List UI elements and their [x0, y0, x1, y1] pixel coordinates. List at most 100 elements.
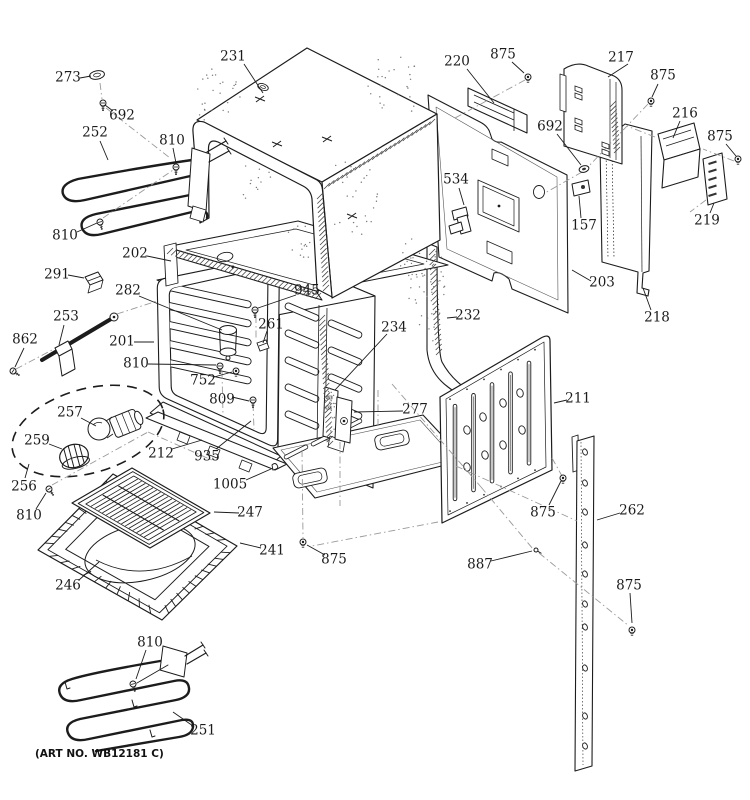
bracket-217: [559, 63, 623, 165]
svg-text:246: 246: [55, 578, 81, 594]
fastener-grom: [577, 164, 591, 174]
svg-text:259: 259: [24, 433, 50, 449]
part-label-259: 259: [24, 433, 63, 450]
bracket-534: [448, 206, 472, 235]
fastener-nut: [299, 538, 307, 548]
part-label-273: 273: [55, 70, 92, 86]
svg-text:887: 887: [467, 557, 493, 573]
svg-text:752: 752: [190, 373, 216, 389]
svg-text:1005: 1005: [213, 477, 247, 493]
svg-text:216: 216: [672, 106, 698, 122]
svg-text:875: 875: [530, 505, 556, 521]
bracket-157: [571, 179, 591, 197]
assembly-guide-lines: [15, 79, 735, 627]
light-assembly: [11, 384, 165, 478]
svg-text:234: 234: [381, 320, 407, 336]
svg-text:202: 202: [122, 246, 148, 262]
part-label-201: 201: [109, 334, 154, 350]
part-label-261: 261: [258, 317, 284, 344]
svg-text:252: 252: [82, 125, 108, 141]
lens-259: [59, 443, 90, 470]
part-label-810: 810: [159, 133, 185, 164]
part-label-810: 810: [16, 492, 47, 524]
part-label-534: 534: [443, 172, 469, 206]
part-label-810: 810: [52, 222, 98, 244]
svg-text:810: 810: [52, 228, 78, 244]
svg-text:219: 219: [694, 213, 720, 229]
part-label-945: 945: [257, 283, 320, 309]
svg-text:231: 231: [220, 49, 246, 65]
terminal-strip-ticks: [708, 160, 717, 197]
part-label-203: 203: [571, 269, 615, 291]
svg-text:201: 201: [109, 334, 135, 350]
svg-text:875: 875: [616, 578, 642, 594]
lamp-257: [87, 408, 144, 441]
fastener-nut: [734, 155, 742, 165]
svg-text:256: 256: [11, 479, 37, 495]
svg-text:232: 232: [455, 308, 481, 324]
fastener-nut: [524, 73, 532, 83]
part-label-212: 212: [148, 439, 203, 462]
part-label-217: 217: [607, 50, 634, 78]
broil-element-252: [61, 137, 232, 237]
bake-element-251: [58, 641, 209, 753]
part-label-810: 810: [135, 635, 163, 680]
svg-text:277: 277: [402, 402, 428, 418]
hatch-texture: [166, 100, 621, 448]
svg-text:809: 809: [209, 392, 235, 408]
svg-text:875: 875: [321, 552, 347, 568]
svg-text:253: 253: [53, 309, 79, 325]
svg-text:945: 945: [294, 283, 320, 299]
oven-sensor-282: [219, 325, 237, 361]
svg-text:220: 220: [444, 54, 470, 70]
part-label-247: 247: [213, 505, 263, 521]
fastener-scr: [8, 366, 22, 379]
fastener-clipS: [271, 463, 279, 471]
part-label-253: 253: [53, 309, 79, 346]
insulation-panel-211: [439, 335, 553, 524]
vent-220: [467, 87, 528, 134]
part-label-219: 219: [694, 202, 720, 229]
part-label-211: 211: [553, 391, 591, 407]
part-label-875: 875: [306, 544, 347, 568]
part-label-1005: 1005: [213, 468, 272, 493]
part-label-218: 218: [642, 287, 670, 326]
part-label-809: 809: [209, 392, 250, 408]
part-label-887: 887: [467, 550, 533, 573]
part-label-935: 935: [194, 420, 252, 465]
part-label-231: 231: [220, 49, 264, 94]
svg-text:218: 218: [644, 310, 670, 326]
fastener-scr: [172, 163, 180, 176]
fastener-scr: [44, 484, 57, 498]
part-label-241: 241: [239, 543, 285, 559]
part-label-875: 875: [707, 129, 737, 157]
part-label-256: 256: [11, 463, 37, 495]
svg-text:261: 261: [258, 317, 284, 333]
svg-text:211: 211: [565, 391, 591, 407]
bracket-slots: [574, 85, 610, 157]
svg-text:534: 534: [443, 172, 469, 188]
svg-text:257: 257: [57, 405, 83, 421]
part-label-875: 875: [650, 68, 676, 98]
svg-text:875: 875: [707, 129, 733, 145]
sensor-rod-253: [40, 312, 119, 377]
part-label-875: 875: [616, 578, 642, 624]
svg-text:157: 157: [571, 218, 597, 234]
svg-text:692: 692: [537, 119, 563, 135]
part-label-277: 277: [353, 402, 428, 418]
part-label-157: 157: [571, 195, 597, 234]
part-label-752: 752: [190, 371, 233, 389]
part-label-262: 262: [596, 503, 645, 521]
part-label-232: 232: [446, 308, 481, 324]
part-label-252: 252: [82, 125, 109, 161]
fastener-cap: [88, 69, 106, 81]
insulation-panel-211-details: [449, 348, 536, 513]
part-label-282: 282: [115, 283, 223, 331]
svg-text:810: 810: [16, 508, 42, 524]
part-label-810: 810: [123, 356, 217, 372]
fastener-nut: [647, 97, 655, 107]
cavity-rack-guides: [169, 282, 252, 385]
rear-panel: [427, 94, 569, 314]
mount-strip-holes: [582, 448, 588, 750]
